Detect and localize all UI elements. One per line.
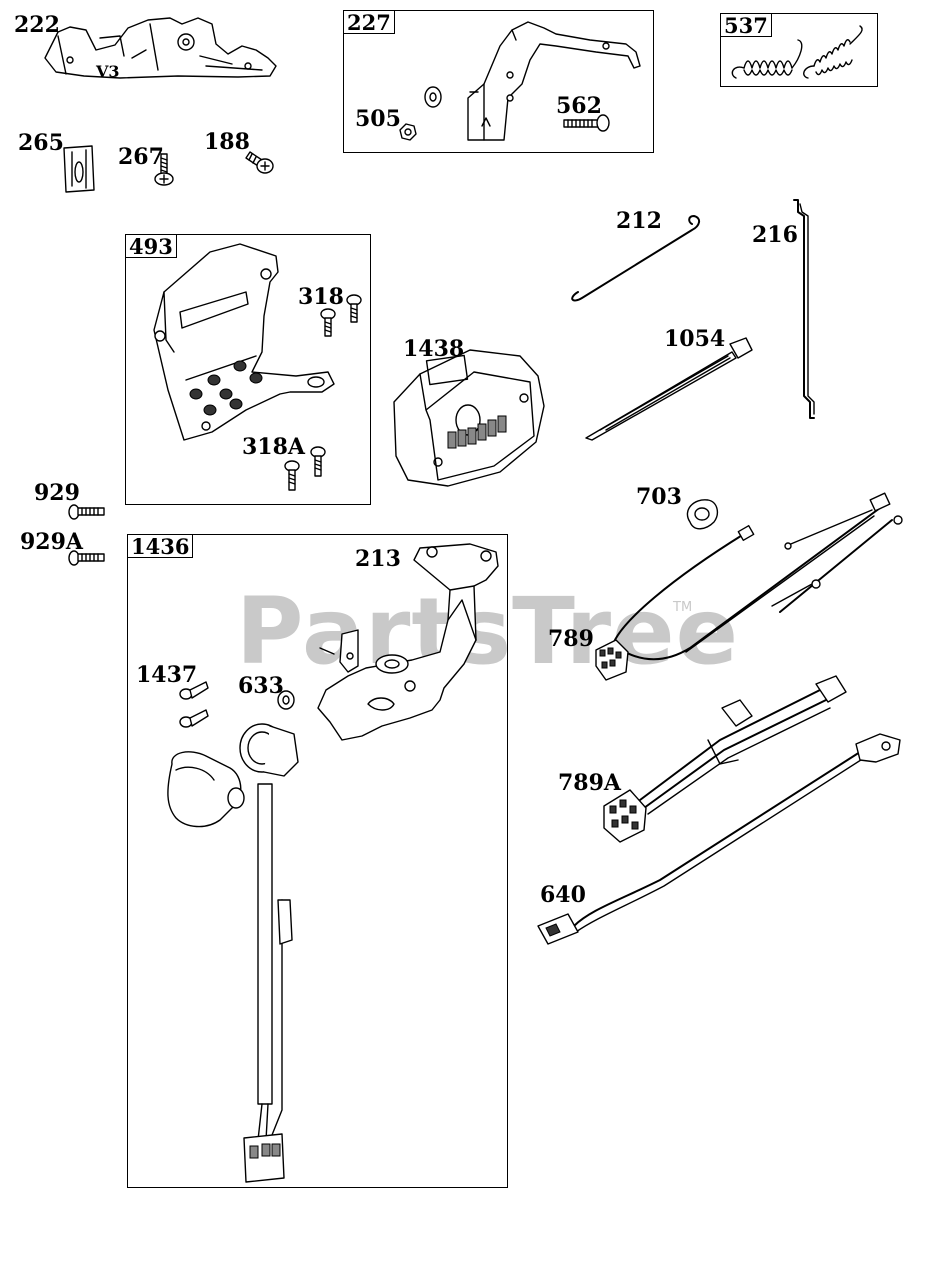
callout-1437: 1437 <box>136 662 198 688</box>
part-213-bracket[interactable] <box>277 543 499 741</box>
part-929a-bolt[interactable] <box>68 550 105 566</box>
part-1437-screws[interactable] <box>179 681 209 728</box>
callout-267: 267 <box>118 144 164 170</box>
part-222-control-plate[interactable] <box>44 17 277 79</box>
part-216-rod[interactable] <box>793 199 815 419</box>
callout-929: 929 <box>34 480 80 506</box>
watermark: PartsTree <box>236 578 739 685</box>
callout-318: 318 <box>298 284 344 310</box>
part-227-bracket[interactable] <box>467 21 641 141</box>
part-188-screw[interactable] <box>245 151 274 174</box>
kit-1436-frame <box>127 534 508 1188</box>
part-633-switch-harness[interactable] <box>167 723 299 1183</box>
callout-640: 640 <box>540 882 586 908</box>
callout-789a: 789A <box>558 770 621 796</box>
part-318a-screws[interactable] <box>284 446 326 491</box>
part-212-link[interactable] <box>571 215 700 302</box>
part-640-lead[interactable] <box>537 733 901 945</box>
callout-188: 188 <box>204 129 250 155</box>
part-1054-cable-tie[interactable] <box>585 337 753 441</box>
part-493-bracket[interactable] <box>153 243 335 441</box>
part-537-springs[interactable] <box>731 25 863 79</box>
part-789-harness[interactable] <box>595 492 903 681</box>
callout-562: 562 <box>556 93 602 119</box>
callout-318a: 318A <box>242 434 305 460</box>
watermark-trademark: TM <box>673 600 693 615</box>
kit-537-frame <box>720 13 878 87</box>
callout-633: 633 <box>238 673 284 699</box>
callout-265: 265 <box>18 130 64 156</box>
kit-227-frame <box>343 10 654 153</box>
callout-222: 222 <box>14 12 60 38</box>
callout-929a: 929A <box>20 529 83 555</box>
part-703-clip[interactable] <box>686 499 719 530</box>
part-265-clip[interactable] <box>63 145 95 193</box>
kit-493-frame <box>125 234 371 505</box>
part-1438-module[interactable] <box>393 349 545 487</box>
kit-label-537: 537 <box>720 13 772 37</box>
callout-789: 789 <box>548 626 594 652</box>
callout-1438: 1438 <box>403 336 465 362</box>
kit-label-227: 227 <box>343 10 395 34</box>
part-562-screw[interactable] <box>563 114 610 132</box>
callout-213: 213 <box>355 546 401 572</box>
callout-505: 505 <box>355 106 401 132</box>
callout-703: 703 <box>636 484 682 510</box>
kit-label-1436: 1436 <box>127 534 194 558</box>
part-318-screws[interactable] <box>320 294 362 337</box>
callout-212: 212 <box>616 208 662 234</box>
part-267-screw[interactable] <box>154 153 174 186</box>
kit-label-493: 493 <box>125 234 177 258</box>
callout-1054: 1054 <box>664 326 726 352</box>
part-505-nut[interactable] <box>399 86 442 141</box>
part-222-marking: V3 <box>96 62 120 81</box>
part-789a-harness[interactable] <box>603 675 847 843</box>
callout-216: 216 <box>752 222 798 248</box>
part-929-bolt[interactable] <box>68 504 105 520</box>
